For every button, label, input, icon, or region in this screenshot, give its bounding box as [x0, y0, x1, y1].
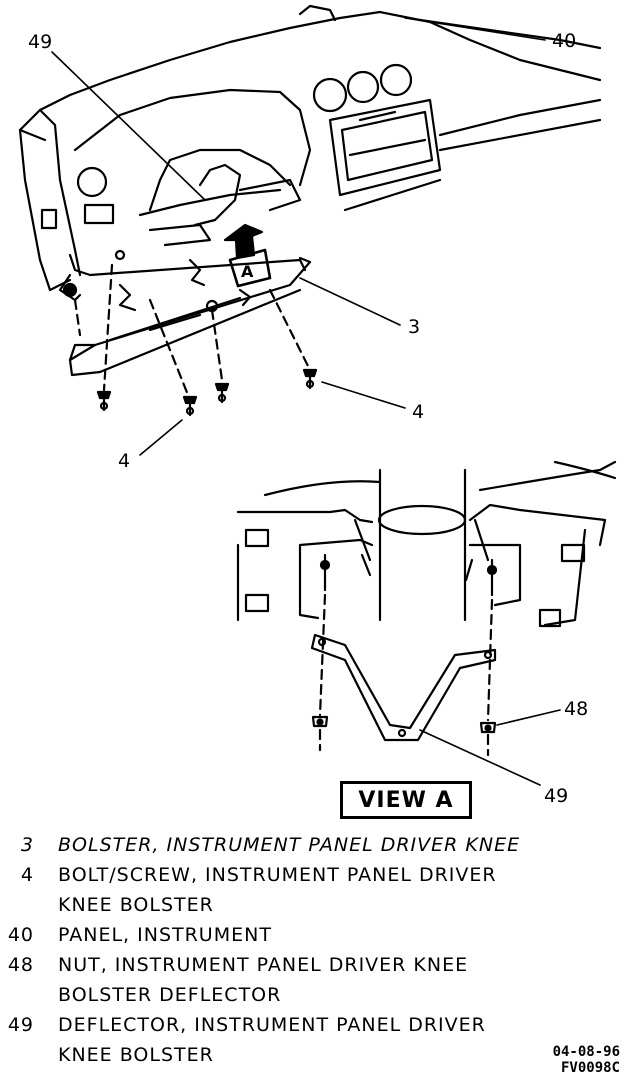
- callout-40: 40: [552, 30, 576, 52]
- callout-4-left: 4: [118, 450, 130, 472]
- view-a-label: VIEW A: [358, 787, 454, 813]
- legend-text: DEFLECTOR, INSTRUMENT PANEL DRIVER: [58, 1014, 486, 1036]
- callout-4-right: 4: [412, 401, 424, 423]
- callout-leaders-top: [51, 17, 546, 456]
- legend-number: 48: [7, 954, 34, 976]
- legend-item-49: 49 DEFLECTOR, INSTRUMENT PANEL DRIVER KN…: [0, 1010, 640, 1070]
- callout-leaders-view: [419, 709, 561, 786]
- legend-number: 40: [7, 924, 34, 946]
- legend-text: BOLSTER, INSTRUMENT PANEL DRIVER KNEE: [58, 834, 521, 856]
- bolt-icons-top: [96, 368, 318, 417]
- callout-48: 48: [564, 698, 588, 720]
- legend-number: 3: [20, 834, 34, 856]
- legend-text: BOLT/SCREW, INSTRUMENT PANEL DRIVER: [58, 864, 497, 886]
- legend-text-cont: KNEE BOLSTER: [58, 1044, 214, 1066]
- legend-item-4: 4 BOLT/SCREW, INSTRUMENT PANEL DRIVER KN…: [0, 860, 640, 920]
- legend-text: PANEL, INSTRUMENT: [58, 924, 272, 946]
- nut-icons: [311, 715, 497, 734]
- legend-item-40: 40 PANEL, INSTRUMENT: [0, 920, 640, 950]
- callout-3: 3: [408, 316, 420, 338]
- legend-text: NUT, INSTRUMENT PANEL DRIVER KNEE: [58, 954, 469, 976]
- instrument-panel: [18, 4, 602, 377]
- figure-code: 04-08-96 FV0098C: [553, 1044, 620, 1076]
- figure-date: 04-08-96: [552, 1044, 620, 1060]
- legend-item-3: 3 BOLSTER, INSTRUMENT PANEL DRIVER KNEE: [0, 830, 640, 860]
- view-a-label-box: VIEW A: [340, 781, 472, 819]
- callout-49-top: 49: [28, 31, 52, 53]
- fastener-leader-lines: [73, 263, 312, 402]
- legend-item-48: 48 NUT, INSTRUMENT PANEL DRIVER KNEE BOL…: [0, 950, 640, 1010]
- view-a-dashed-lines: [318, 593, 494, 757]
- figure-id: FV0098C: [560, 1060, 620, 1076]
- legend-number: 4: [20, 864, 34, 886]
- detail-letter: A: [241, 262, 254, 281]
- view-a-detail: [236, 460, 617, 742]
- callout-49-view: 49: [544, 785, 568, 807]
- legend-text-cont: KNEE BOLSTER: [58, 894, 214, 916]
- legend-text-cont: BOLSTER DEFLECTOR: [58, 984, 282, 1006]
- legend-number: 49: [7, 1014, 34, 1036]
- callout-numbers: 49 40 3 4 4 48 49 A: [28, 30, 588, 807]
- parts-legend: 3 BOLSTER, INSTRUMENT PANEL DRIVER KNEE …: [0, 830, 640, 1070]
